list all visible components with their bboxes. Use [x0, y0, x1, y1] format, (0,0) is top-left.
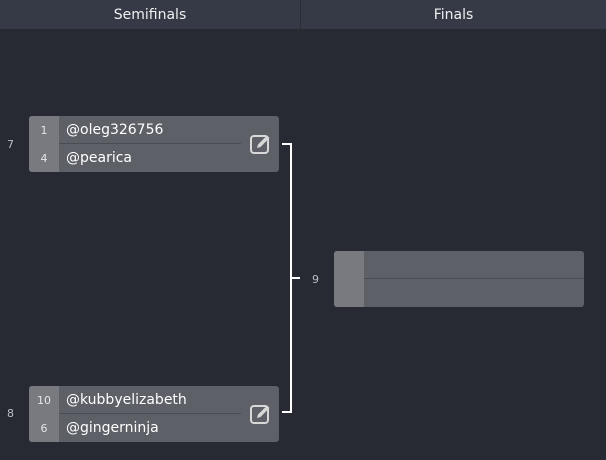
participant-name: @kubbyelizabeth [66, 392, 187, 408]
match-number-9: 9 [312, 273, 319, 286]
bracket-connector-final [292, 277, 300, 279]
match-9-participant-1[interactable] [334, 251, 584, 279]
seed-number: 10 [29, 386, 59, 414]
seed-number [334, 251, 364, 279]
edit-icon[interactable] [249, 402, 273, 426]
seed-number: 4 [29, 144, 59, 172]
seed-number: 1 [29, 116, 59, 144]
seed-number [334, 279, 364, 307]
round-header: Semifinals Finals [0, 0, 606, 29]
participant-name: @pearica [66, 150, 133, 166]
match-number-7: 7 [7, 138, 14, 151]
bracket-connector-top [282, 143, 292, 145]
row-divider [59, 143, 241, 144]
row-divider [59, 413, 241, 414]
row-divider [364, 278, 584, 279]
match-number-8: 8 [7, 407, 14, 420]
match-7-participant-2[interactable]: 4 @pearica [29, 144, 279, 172]
bracket-connector-bottom [282, 411, 292, 413]
match-card-7[interactable]: 1 @oleg326756 4 @pearica [29, 116, 279, 172]
match-8-participant-2[interactable]: 6 @gingerninja [29, 414, 279, 442]
seed-number: 6 [29, 414, 59, 442]
round-title-semifinals: Semifinals [0, 0, 301, 29]
participant-name: @oleg326756 [66, 122, 164, 138]
match-card-8[interactable]: 10 @kubbyelizabeth 6 @gingerninja [29, 386, 279, 442]
match-card-9[interactable] [334, 251, 584, 307]
match-7-participant-1[interactable]: 1 @oleg326756 [29, 116, 279, 144]
round-title-finals: Finals [433, 6, 474, 23]
bracket-connector-vertical [290, 143, 292, 413]
match-8-participant-1[interactable]: 10 @kubbyelizabeth [29, 386, 279, 414]
participant-name: @gingerninja [66, 420, 159, 436]
match-9-participant-2[interactable] [334, 279, 584, 307]
edit-icon[interactable] [249, 132, 273, 156]
